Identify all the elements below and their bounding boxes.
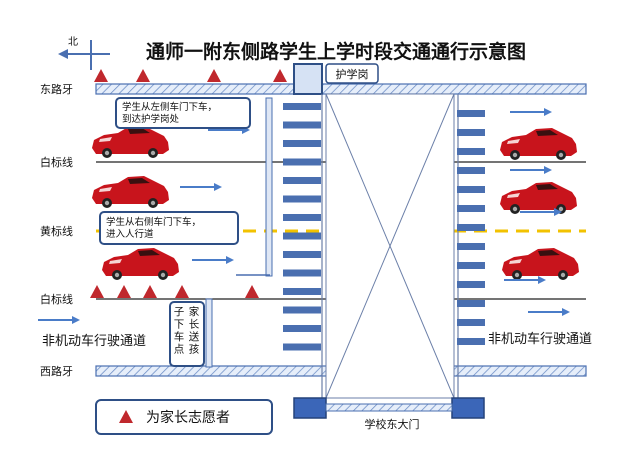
crosswalk-stripe <box>457 319 485 326</box>
volunteer-marker <box>245 285 259 298</box>
crosswalk-stripe <box>283 232 321 240</box>
car-left-1 <box>92 126 169 158</box>
direction-arrow <box>509 107 553 117</box>
gate-label: 学校东大门 <box>365 417 420 431</box>
crosswalk-right <box>457 110 485 345</box>
direction-arrow <box>509 165 553 175</box>
callout-left-door-line2: 到达护学岗处 <box>122 113 180 125</box>
crosswalk-stripe <box>457 262 485 269</box>
car-right-2 <box>500 182 577 214</box>
crosswalk-stripe <box>283 103 321 110</box>
volunteer-marker <box>136 69 150 82</box>
non-motor-lane-left-label: 非机动车行驶通道 <box>42 333 146 349</box>
west-curb-label: 西路牙 <box>40 365 73 378</box>
crosswalk-stripe <box>283 214 321 221</box>
north-label: 北 <box>68 36 78 48</box>
crosswalk-stripe <box>283 140 321 147</box>
crosswalk-stripe <box>283 343 321 351</box>
car-left-2 <box>92 176 169 208</box>
crosswalk-stripe <box>283 306 321 314</box>
volunteer-marker <box>273 69 287 82</box>
crosswalk-stripe <box>283 325 321 332</box>
dropoff-char: 子 <box>174 306 185 318</box>
east-curb-label: 东路牙 <box>40 83 73 96</box>
callout-left-door-line1: 学生从左侧车门下车， <box>122 101 217 113</box>
direction-arrow <box>503 275 547 285</box>
volunteer-marker <box>117 285 131 298</box>
crosswalk-stripe <box>283 251 321 258</box>
dropoff-char: 送 <box>189 330 200 343</box>
gate-rail <box>325 403 453 412</box>
dropoff-char: 点 <box>174 344 185 356</box>
volunteer-marker <box>94 69 108 82</box>
direction-arrow <box>179 182 223 192</box>
north-arrow-icon <box>58 40 110 70</box>
svg-text:学生从左侧车门下车， 到达护学岗处: 学生从左侧车门下车， 到达护学岗处 <box>122 101 220 125</box>
volunteer-marker <box>175 285 189 298</box>
crosswalk-stripe <box>457 110 485 117</box>
white-line-top-label: 白标线 <box>40 155 73 169</box>
crosswalk-stripe <box>283 288 321 295</box>
callout-left-door <box>115 97 251 129</box>
crosswalk-stripe <box>457 186 485 193</box>
direction-arrow <box>37 315 81 325</box>
gate-pillar-right <box>451 397 485 419</box>
volunteer-marker <box>90 285 104 298</box>
dropoff-char: 车 <box>174 330 185 343</box>
dropoff-char: 家 <box>189 305 200 318</box>
crosswalk-stripe <box>457 205 485 212</box>
svg-text:学生从右侧车门下车， 进入人行道: 学生从右侧车门下车， 进入人行道 <box>106 216 204 240</box>
callout-right-door <box>99 211 239 245</box>
guard-post-label-box <box>325 63 379 84</box>
guard-post-label: 护学岗 <box>336 67 369 81</box>
direction-arrow <box>191 255 235 265</box>
crosswalk-stripe <box>457 281 485 288</box>
yellow-line-label: 黄标线 <box>40 224 73 238</box>
dropoff-char: 下 <box>174 319 185 331</box>
crosswalk-stripe <box>457 338 485 345</box>
white-line-bottom-label: 白标线 <box>40 292 73 306</box>
car-left-3 <box>102 248 179 280</box>
callout-right-door-line2: 进入人行道 <box>106 228 154 240</box>
crosswalk-stripe <box>283 195 321 203</box>
legend-label: 为家长志愿者 <box>146 409 230 426</box>
car-right-3 <box>502 248 579 280</box>
crosswalk-stripe <box>283 121 321 129</box>
car-right-1 <box>500 128 577 160</box>
crosswalk-stripe <box>283 158 321 166</box>
railing-lower <box>205 298 213 368</box>
crosswalk-stripe <box>457 129 485 136</box>
dropoff-char: 长 <box>189 319 200 331</box>
direction-arrow <box>527 307 571 317</box>
crosswalk-stripe <box>283 177 321 184</box>
callout-parent-dropoff <box>169 301 205 367</box>
gate-pillar-left <box>293 397 327 419</box>
crosswalk-stripe <box>457 148 485 155</box>
guard-post-box <box>293 63 323 95</box>
callout-right-door-line1: 学生从右侧车门下车， <box>106 216 201 228</box>
crosswalk-stripe <box>457 243 485 250</box>
crosswalk-stripe <box>283 269 321 277</box>
legend-box <box>95 399 273 435</box>
diagram-title: 通师一附东侧路学生上学时段交通通行示意图 <box>146 40 526 63</box>
railing-upper <box>265 97 273 277</box>
volunteer-marker <box>143 285 157 298</box>
crosswalk-left <box>283 103 321 351</box>
dropoff-char: 孩 <box>189 343 200 356</box>
volunteer-marker <box>207 69 221 82</box>
crosswalk-stripe <box>457 300 485 307</box>
crosswalk-stripe <box>457 224 485 231</box>
non-motor-lane-right-label: 非机动车行驶通道 <box>488 331 592 347</box>
crosswalk-stripe <box>457 167 485 174</box>
east-curb <box>95 83 587 95</box>
